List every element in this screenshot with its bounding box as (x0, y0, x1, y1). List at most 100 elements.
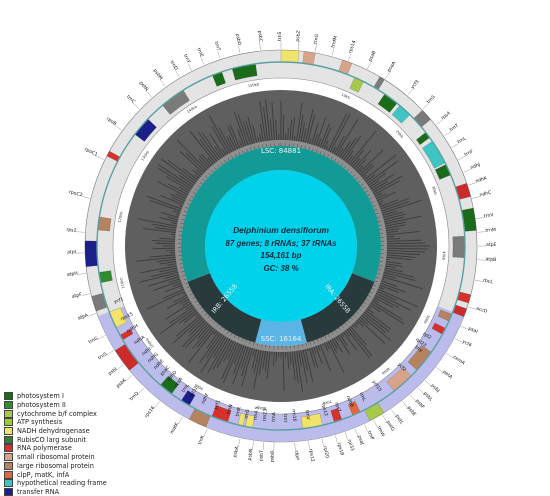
gene-label: psbD (234, 33, 242, 46)
gene-label: trnT (449, 123, 460, 133)
gc-bar (319, 344, 331, 371)
gc-bar (209, 115, 231, 154)
tick-mark (183, 278, 187, 281)
ir-gene-label: rpl23 (414, 337, 427, 349)
gene-leader (477, 259, 486, 261)
gene-label: accD (475, 306, 488, 315)
tick-mark (372, 205, 376, 207)
gc-bar (157, 181, 188, 198)
gc-bar (348, 130, 377, 165)
gc-bar (159, 261, 177, 265)
tick-mark (365, 298, 369, 301)
tick-mark (344, 322, 347, 326)
gc-bar (157, 163, 193, 188)
tick-mark (242, 150, 244, 154)
gene-leader (77, 273, 86, 275)
gc-bar (188, 328, 216, 363)
gc-bar (384, 267, 403, 273)
gc-bar (335, 119, 359, 156)
gene-label: psbB (269, 451, 275, 463)
gene-leader (187, 63, 192, 71)
gene-leader (115, 125, 122, 131)
gc-bar (252, 125, 258, 143)
gc-bar (233, 111, 247, 147)
gc-bar (327, 340, 345, 373)
gc-bar (386, 230, 399, 234)
tick-mark (305, 342, 307, 346)
gc-bar (366, 307, 374, 314)
gc-bar (329, 339, 338, 353)
tick-mark (350, 317, 354, 320)
gc-bar (363, 154, 397, 181)
gc-bar (385, 263, 403, 267)
species-name: Delphinium densiflorum (233, 225, 329, 235)
gene-leader (391, 409, 396, 417)
gene-leader (82, 293, 90, 296)
gc-bar (227, 125, 239, 150)
tick-mark (358, 308, 362, 311)
gc-bar (385, 228, 399, 231)
gene-leader (472, 196, 480, 199)
gc-bar (376, 191, 397, 202)
gc-bar (353, 322, 358, 328)
gc-bar (257, 136, 260, 143)
gene-leader (321, 438, 324, 447)
gc-bar (155, 226, 177, 231)
gc-bar (362, 174, 368, 179)
gc-bar (379, 284, 399, 293)
gc-bar (287, 127, 289, 141)
gc-bar (218, 127, 233, 153)
legend-label: cytochrome b/f complex (17, 409, 97, 418)
ir-gene-label: rrn16 (290, 409, 297, 422)
tick-mark (340, 163, 343, 167)
tick-mark (180, 222, 184, 224)
gc-bar (360, 165, 375, 178)
gc-bar (289, 119, 293, 141)
gc-bar (386, 256, 412, 261)
legend-swatch (4, 487, 13, 496)
gene-label: rpoB (105, 116, 117, 127)
gc-bar (178, 174, 195, 186)
ir-gene-label: ndhH (126, 323, 140, 334)
legend-item: small ribosomal protein (4, 453, 174, 462)
gene-label: atpI (67, 249, 76, 255)
gene-leader (468, 182, 477, 186)
ir-gene-label: rps12 (320, 403, 329, 417)
gc-bar (386, 239, 422, 243)
tick-label: 60kb (380, 367, 390, 376)
gc-bar (333, 136, 345, 155)
gc-bar (373, 180, 400, 196)
gc-bar (385, 265, 397, 269)
gc-bar (182, 167, 199, 181)
gene-label: ndhJ (470, 162, 482, 171)
tick-mark (192, 192, 196, 195)
gc-bar (240, 346, 249, 369)
gene-block (280, 49, 300, 63)
gene-leader (96, 155, 105, 160)
gc-bar (384, 269, 415, 278)
tick-mark (194, 300, 198, 303)
tick-mark (343, 165, 347, 169)
gc-bar (369, 180, 380, 188)
gc-bar (252, 348, 256, 356)
gc-bar (241, 347, 253, 387)
tick-label: 80kb (256, 405, 266, 410)
gc-bar (313, 133, 318, 146)
gene-label: trnfM (330, 35, 339, 48)
gene-leader (402, 401, 408, 408)
legend-item: large ribosomal protein (4, 461, 174, 471)
tick-mark (376, 216, 380, 218)
gc-bar (339, 334, 348, 346)
tick-mark (324, 335, 327, 339)
gc-bar (377, 200, 384, 204)
gene-label: trnT (213, 41, 222, 52)
gc-bar (344, 330, 351, 338)
gene-label: psbE (406, 405, 418, 418)
gene-leader (294, 442, 296, 451)
gene-label: psbC (256, 30, 263, 42)
gene-leader (451, 143, 459, 148)
gene-label: rpoC2 (68, 189, 83, 198)
tick-mark (377, 220, 381, 222)
ir-gene-label: trnI (282, 414, 288, 422)
